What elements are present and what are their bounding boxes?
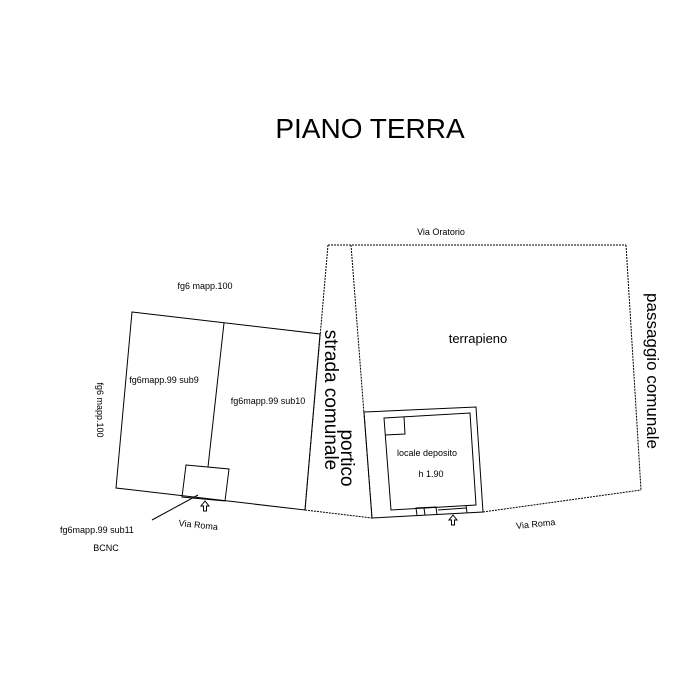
portico-label: portico — [336, 429, 357, 486]
west-neighbor-label: fg6 mapp.100 — [95, 382, 105, 437]
north-neighbor-label: fg6 mapp.100 — [177, 281, 232, 291]
left-block-outline — [115, 311, 321, 511]
deposito-door — [415, 506, 438, 516]
via-roma-left-label: Via Roma — [178, 518, 218, 532]
entry-arrow-icon — [199, 500, 211, 512]
via-roma-right-label: Via Roma — [516, 517, 556, 531]
entry-arrow-icon — [447, 514, 459, 526]
deposito-door-jamb — [423, 507, 426, 516]
sub11-label: fg6mapp.99 sub11 — [60, 525, 134, 535]
sub9-label: fg6mapp.99 sub9 — [129, 375, 199, 385]
plan-title: PIANO TERRA — [275, 113, 465, 144]
sub11-box — [181, 464, 230, 502]
strada-left-edge — [304, 244, 329, 511]
terrapieno-label: terrapieno — [449, 331, 508, 346]
via-oratorio-label: Via Oratorio — [417, 227, 465, 237]
deposito-wall-stub — [465, 504, 468, 514]
deposito-inner-wall — [383, 412, 477, 511]
sub9-sub10-divider — [207, 322, 225, 468]
locale-deposito-label: locale deposito — [397, 448, 457, 458]
bcnc-label: BCNC — [93, 543, 119, 553]
deposito-corner-box — [384, 416, 406, 436]
via-roma-line — [482, 489, 642, 513]
sub10-label: fg6mapp.99 sub10 — [231, 396, 306, 406]
deposito-outer-wall — [363, 406, 484, 519]
east-boundary — [625, 244, 642, 491]
passaggio-comunale-label: passaggio comunale — [643, 293, 662, 449]
height-label: h 1.90 — [418, 469, 443, 479]
strada-comunale-label: strada comunale — [320, 330, 341, 470]
portico-bottom — [304, 509, 373, 519]
sub11-leader-line — [151, 494, 199, 521]
deposito-window — [437, 507, 467, 511]
